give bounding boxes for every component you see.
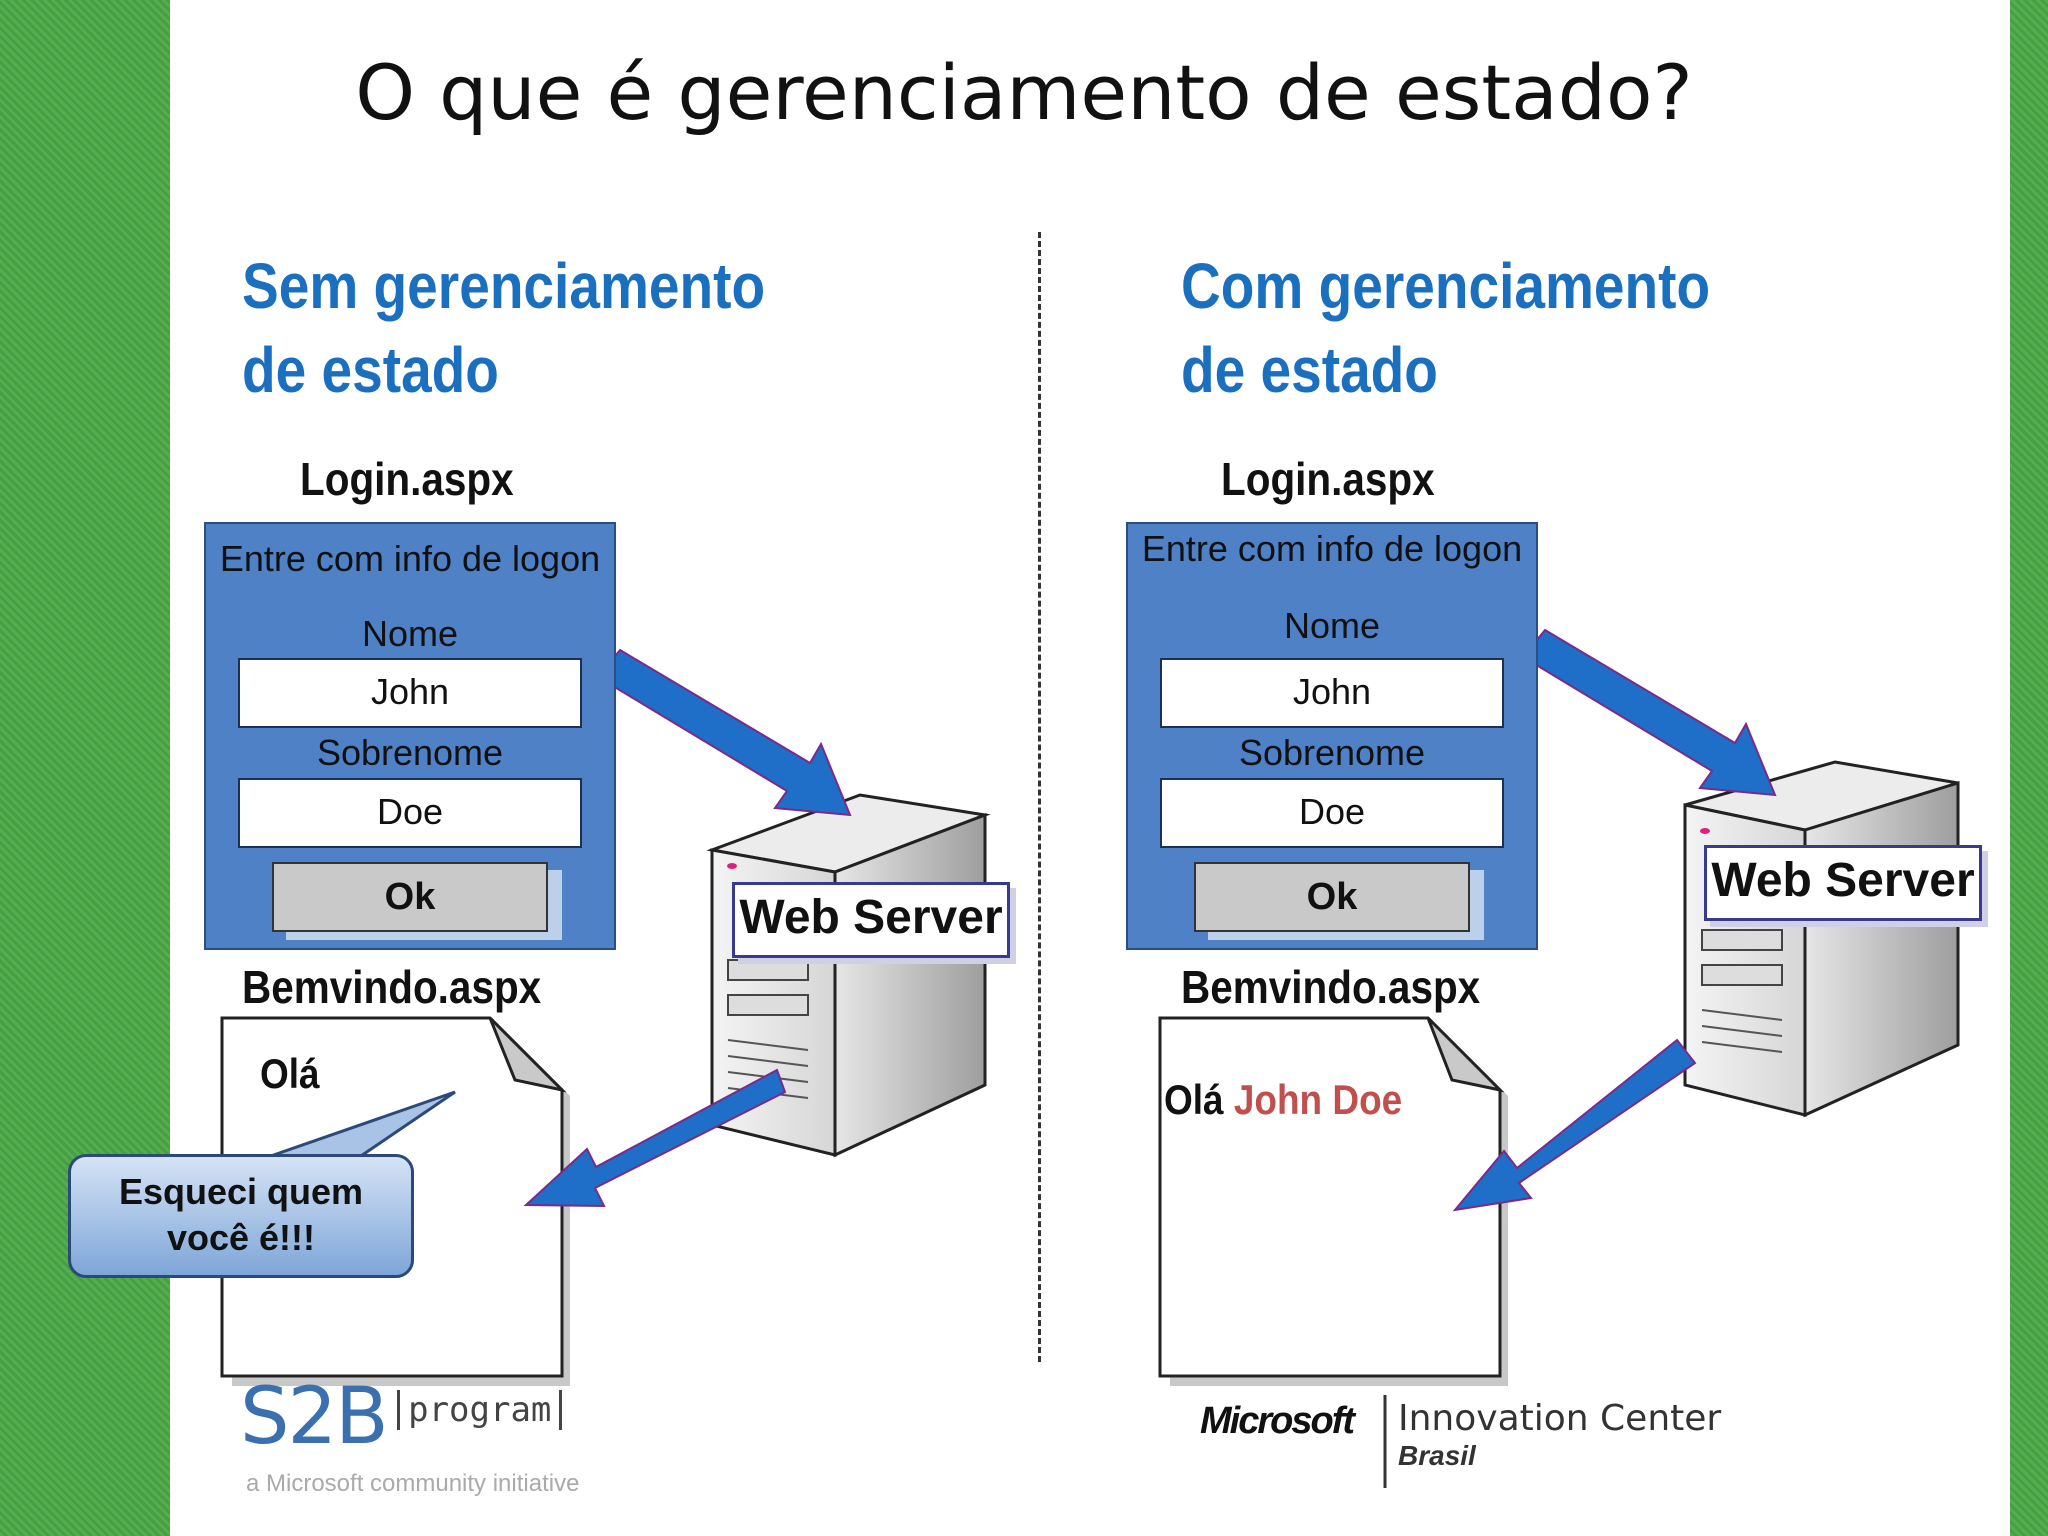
s2b-logo-text: S2B — [240, 1372, 389, 1462]
right-green-border — [2010, 0, 2048, 1536]
microsoft-logo: Microsoft — [1200, 1400, 1355, 1442]
right-login-page-label: Login.aspx — [1221, 453, 1435, 505]
left-welcome-page-label: Bemvindo.aspx — [242, 961, 542, 1013]
right-arrow-to-server — [1521, 628, 1777, 797]
right-greeting-text: Olá — [1164, 1076, 1224, 1123]
bubble-line1: Esqueci quem — [118, 1171, 364, 1212]
right-form-header: Entre com info de logon — [1141, 528, 1523, 569]
right-name-label: Nome — [1283, 605, 1381, 646]
s2b-tagline: a Microsoft community initiative — [246, 1470, 580, 1497]
right-arrow-to-page — [1452, 1038, 1697, 1212]
right-greeting-name: John Doe — [1233, 1076, 1403, 1123]
right-heading-line2: de estado — [1181, 334, 1438, 406]
left-green-border — [0, 0, 170, 1536]
left-heading: Sem gerenciamento de estado — [242, 244, 765, 412]
right-server-icon — [1683, 760, 1960, 1118]
innovation-center-country: Brasil — [1398, 1440, 1476, 1471]
left-arrow-to-page — [523, 1068, 787, 1208]
right-welcome-page-label: Bemvindo.aspx — [1181, 961, 1481, 1013]
left-heading-line2: de estado — [242, 334, 499, 406]
right-greeting: Olá John Doe — [1164, 1076, 1402, 1124]
right-name-field[interactable]: John — [1160, 658, 1504, 728]
left-surname-label: Sobrenome — [316, 732, 504, 773]
left-arrow-to-server — [596, 648, 852, 817]
center-divider — [1038, 232, 1041, 1362]
right-web-server-label: Web Server — [1704, 845, 1982, 921]
s2b-program-text: program — [397, 1390, 563, 1430]
left-ok-button[interactable]: Ok — [272, 862, 548, 932]
s2b-logo: S2B program — [240, 1372, 563, 1462]
left-web-server-label: Web Server — [732, 882, 1010, 958]
left-heading-line1: Sem gerenciamento — [242, 250, 766, 322]
right-login-form: Entre com info de logon Nome John Sobren… — [1126, 522, 1538, 950]
right-heading: Com gerenciamento de estado — [1181, 244, 1710, 412]
slide-title: O que é gerenciamento de estado? — [355, 48, 1693, 137]
right-welcome-document — [1158, 1016, 1508, 1386]
right-ok-button[interactable]: Ok — [1194, 862, 1470, 932]
left-login-form: Entre com info de logon Nome John Sobren… — [204, 522, 616, 950]
right-heading-line1: Com gerenciamento — [1181, 250, 1711, 322]
bubble-line2: você é!!! — [166, 1217, 316, 1258]
speech-bubble: Esqueci quem você é!!! — [68, 1154, 414, 1278]
right-surname-label: Sobrenome — [1238, 732, 1426, 773]
left-login-page-label: Login.aspx — [300, 453, 514, 505]
right-surname-field[interactable]: Doe — [1160, 778, 1504, 848]
innovation-center-text: Innovation Center — [1398, 1398, 1722, 1439]
left-greeting: Olá — [260, 1050, 320, 1097]
left-name-field[interactable]: John — [238, 658, 582, 728]
left-form-header: Entre com info de logon — [219, 538, 601, 579]
left-surname-field[interactable]: Doe — [238, 778, 582, 848]
left-name-label: Nome — [361, 613, 459, 654]
